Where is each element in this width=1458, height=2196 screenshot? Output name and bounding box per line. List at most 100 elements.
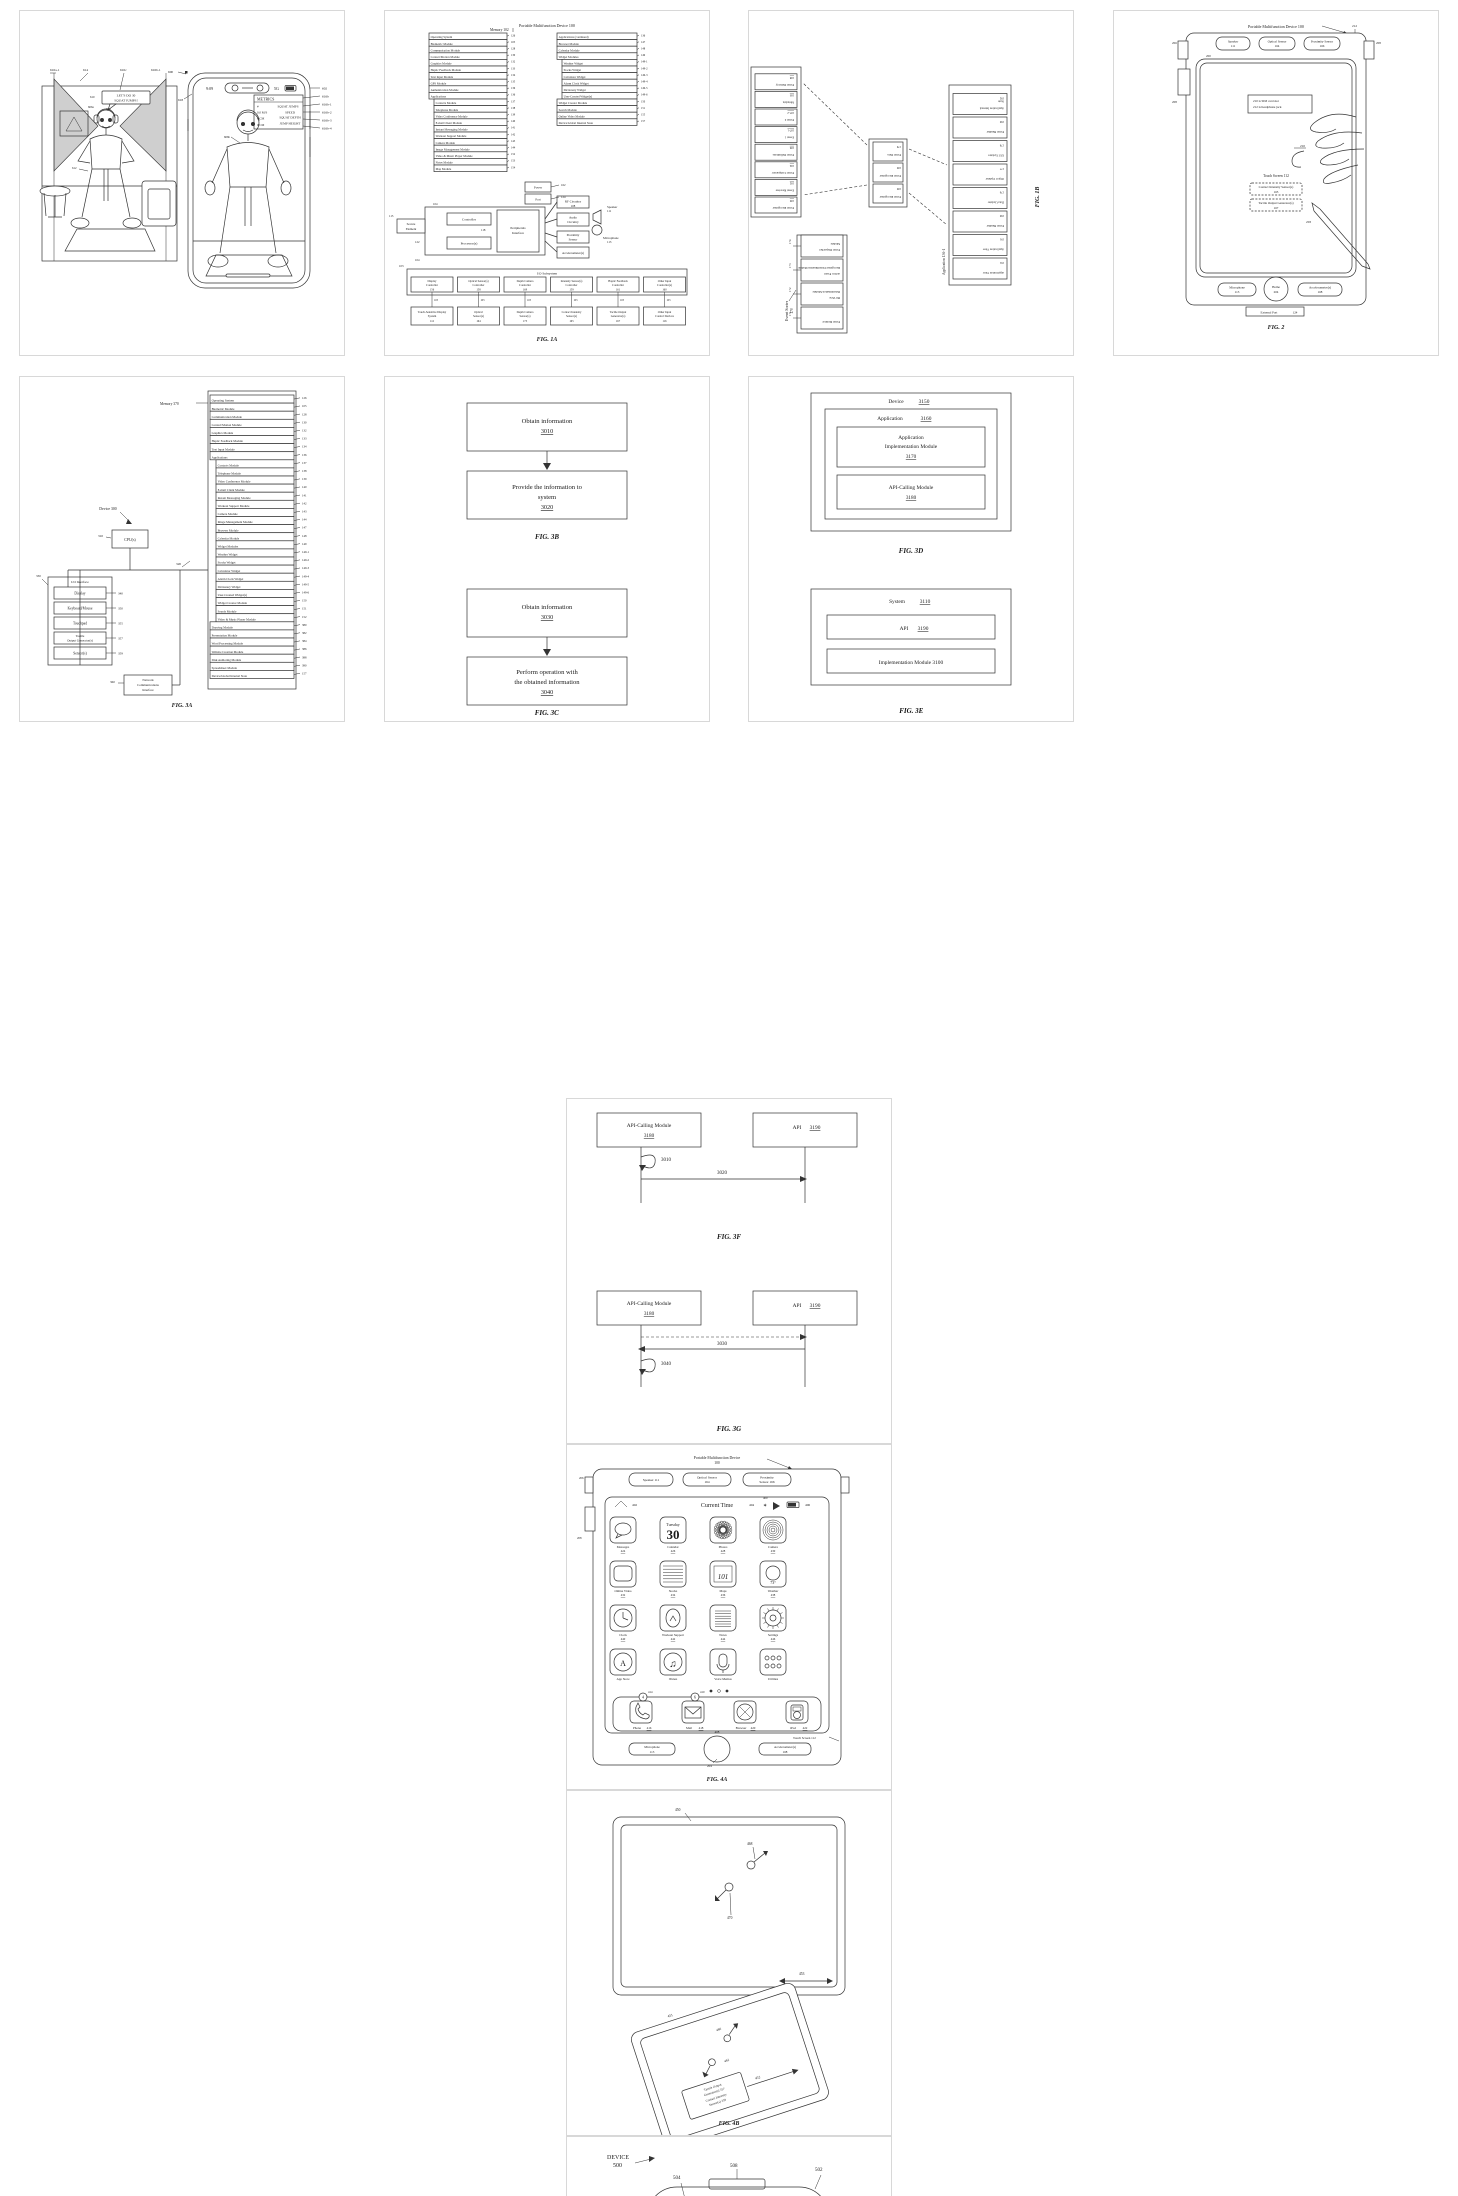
f3a-mod-label-25: Widget Creator Module [218,601,248,605]
fig3d-in0-ref: 3170 [906,454,917,460]
fig3g-selfcall: 3040 [661,1362,672,1367]
appv-ref-1: 191 [999,238,1004,241]
patent-drawing-sheet: LET'S DO 30 SQUAT JUMPS! 616a-1 614 616c… [0,0,1458,1098]
f3a-mod-ref-33: 390 [302,663,307,667]
ref-616b1-left: 616b-1 [151,68,161,72]
fig3f-label: FIG. 3F [717,1233,741,1241]
sorter-ref-3: 174 [788,239,792,244]
appv-ref-2: 190 [999,214,1004,217]
mid-box-0 [873,184,903,203]
patent-page-fig4b[interactable]: 450 468 470 453 [566,1790,892,2136]
f3a-io-ref-2: 355 [118,621,123,625]
ref-118: 118 [481,228,486,232]
f3a-mod-ref-2: 128 [302,412,307,416]
ref-162: 162 [561,183,566,187]
patent-page-fig3bc[interactable]: Obtain information 3010 Provide the info… [384,376,710,722]
fig5a-ref-502: 502 [815,2168,823,2173]
io-dev-ref-2: 175 [523,320,528,323]
f3a-mod-leader-23 [294,584,300,585]
patent-page-fig6[interactable]: LET'S DO 30 SQUAT JUMPS! 616a-1 614 616c… [19,10,345,356]
fig3d-in1-name: API-Calling Module [889,485,934,491]
io-link-ref-0: 103 [434,299,439,302]
patent-page-fig4a[interactable]: Portable Multifunction Device 100 Speake… [566,1444,892,1790]
app-icon-camera-icon[interactable] [760,1517,786,1543]
patent-page-fig3de[interactable]: Device 3150 Application 3160 Application… [748,376,1074,722]
sorter-ref-2: 173 [788,263,792,268]
app-ref-6: 436 [721,1593,726,1597]
fig3b-label: FIG. 3B [535,533,559,541]
io-ctrl-ref-2: 169 [523,289,528,292]
sorter-label-1-1: Determination Module [812,290,840,294]
core-peripherals-2: Interface [512,231,525,235]
f3a-mod-ref-9: 138 [302,469,307,473]
core-audio-1: Audio [569,216,577,220]
ref-606a: 606a [88,105,95,109]
ref-103: 103 [399,264,404,268]
as-t-12: A [620,1659,626,1668]
dock-ref-1: 418 [699,1726,704,1730]
fig3c-label: FIG. 3C [385,709,709,717]
battery-icon-4a [788,1503,796,1507]
event-sorter-ref: 170 [790,308,794,314]
f3a-mod-leader-18 [294,544,300,545]
f1a-right-label-13: Device/Global Internal State [558,121,593,125]
ref-115: 115 [389,214,394,218]
ref-616b: 616b [322,95,329,99]
f1a-left-label-14: Instant Messaging Module [435,128,468,132]
app-ref-7: 438 [771,1593,776,1597]
core-secure-1: Secure [406,222,415,226]
event-sorter-name: Event Sorter [784,300,789,321]
f3a-mod-leader-33 [294,665,300,666]
fig3b-step1-text-b: system [538,494,557,501]
fig3a-label: FIG. 3A [172,703,193,709]
app-label-12: App Store [616,1677,630,1681]
f3a-mod-leader-15 [294,519,300,520]
f3a-mod-label-9: Telephone Module [218,472,242,476]
f1a-left-label-8: Authentication Module [430,88,459,92]
f1a-right-ref-6: 149-3 [641,74,648,77]
fig3a-bus-ref: 320 [176,562,181,566]
patent-page-fig2[interactable]: Portable Multifunction Device 100 212 Sp… [1113,10,1439,356]
ref-618: 618 [178,98,183,102]
app-icon-stocks-icon[interactable] [660,1561,686,1587]
patent-page-fig1a[interactable]: Portable Multifunction Device 100 Memory… [384,10,710,356]
fig2-ref-208: 208 [1172,100,1177,104]
fig3c-step1-text-b: the obtained information [514,679,580,686]
f3a-mod-leader-32 [294,657,300,658]
fig2-ref-212: 212 [1352,24,1357,28]
fig3d-outer-ref: 3150 [919,399,930,405]
f3a-mod-ref-11: 140 [302,485,307,489]
f3a-mod-label-1: Biometric Module [212,407,235,411]
core-port: Port [535,198,540,202]
fig3b-step0-text: Obtain information [521,418,572,425]
f3a-mod-label-8: Contacts Module [218,464,240,468]
dock-badge-ref-1: 410 [700,1690,705,1694]
mid-ref-2: 179 [896,145,901,148]
app-icon-message-bubble-icon[interactable] [610,1517,636,1543]
f1a-right-ref-7: 149-4 [641,81,648,84]
fig4a-ref-208: 208 [577,1536,582,1540]
f3a-mod-label-16: Browser Module [218,528,240,532]
mid-label-0: Event Recognizer [880,195,901,199]
f3a-mod-leader-27 [294,617,300,618]
f3a-mod-leader-11 [294,487,300,488]
fig4a-touchscreen: Touch Screen 112 [793,1736,816,1740]
patent-page-fig5a[interactable]: DEVICE 500 508 502 504 506 FIG. 5A [566,2136,892,2196]
fig2-si-1-ref: 167 [1273,206,1278,210]
mid-box-2 [873,142,903,161]
fig2-top-1-ref: 164 [1274,44,1279,48]
f1a-right-label-10: Widget Creator Module [558,101,587,105]
app-icon-notes-icon[interactable] [710,1605,736,1631]
dock-icon-phone-icon[interactable] [630,1701,652,1723]
f3a-mod-label-32: Disk Authoring Module [212,658,242,662]
app-icon-utilities-icon[interactable] [760,1649,786,1675]
f1a-right-label-4: Weather Widget [563,62,582,66]
rec-ref-0: 180 [789,199,794,202]
fig4a-home-ref: 204 [707,1764,712,1768]
patent-page-fig3fg[interactable]: API-Calling Module 3180 API 3190 3010 30… [566,1098,892,1444]
f1a-left-ref-7: 135 [511,81,516,84]
fig1a-header: Portable Multifunction Device 100 [519,23,575,28]
